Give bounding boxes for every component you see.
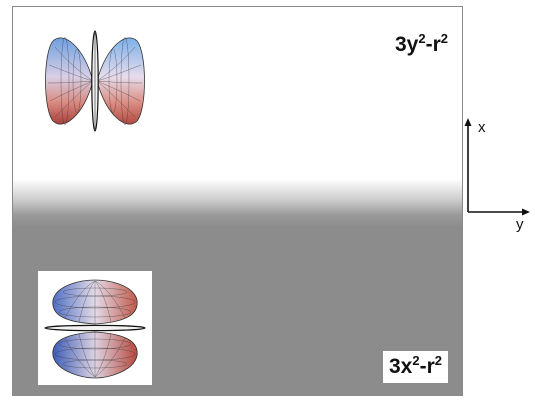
coordinate-axes	[464, 118, 530, 216]
orbital-panel: 3y2-r2	[12, 6, 463, 396]
bottom-orbital-label: 3x2-r2	[383, 351, 448, 383]
y-axis-arrowhead	[522, 208, 530, 216]
top-orbital-label: 3y2-r2	[395, 31, 448, 56]
x-axis-label: x	[478, 119, 486, 136]
x-axis-arrowhead	[464, 118, 472, 126]
bottom-orbital-inset	[38, 271, 152, 385]
top-orbital-graphic	[45, 30, 145, 132]
bottom-orbital-graphic	[44, 279, 146, 379]
y-axis-label: y	[516, 216, 524, 233]
